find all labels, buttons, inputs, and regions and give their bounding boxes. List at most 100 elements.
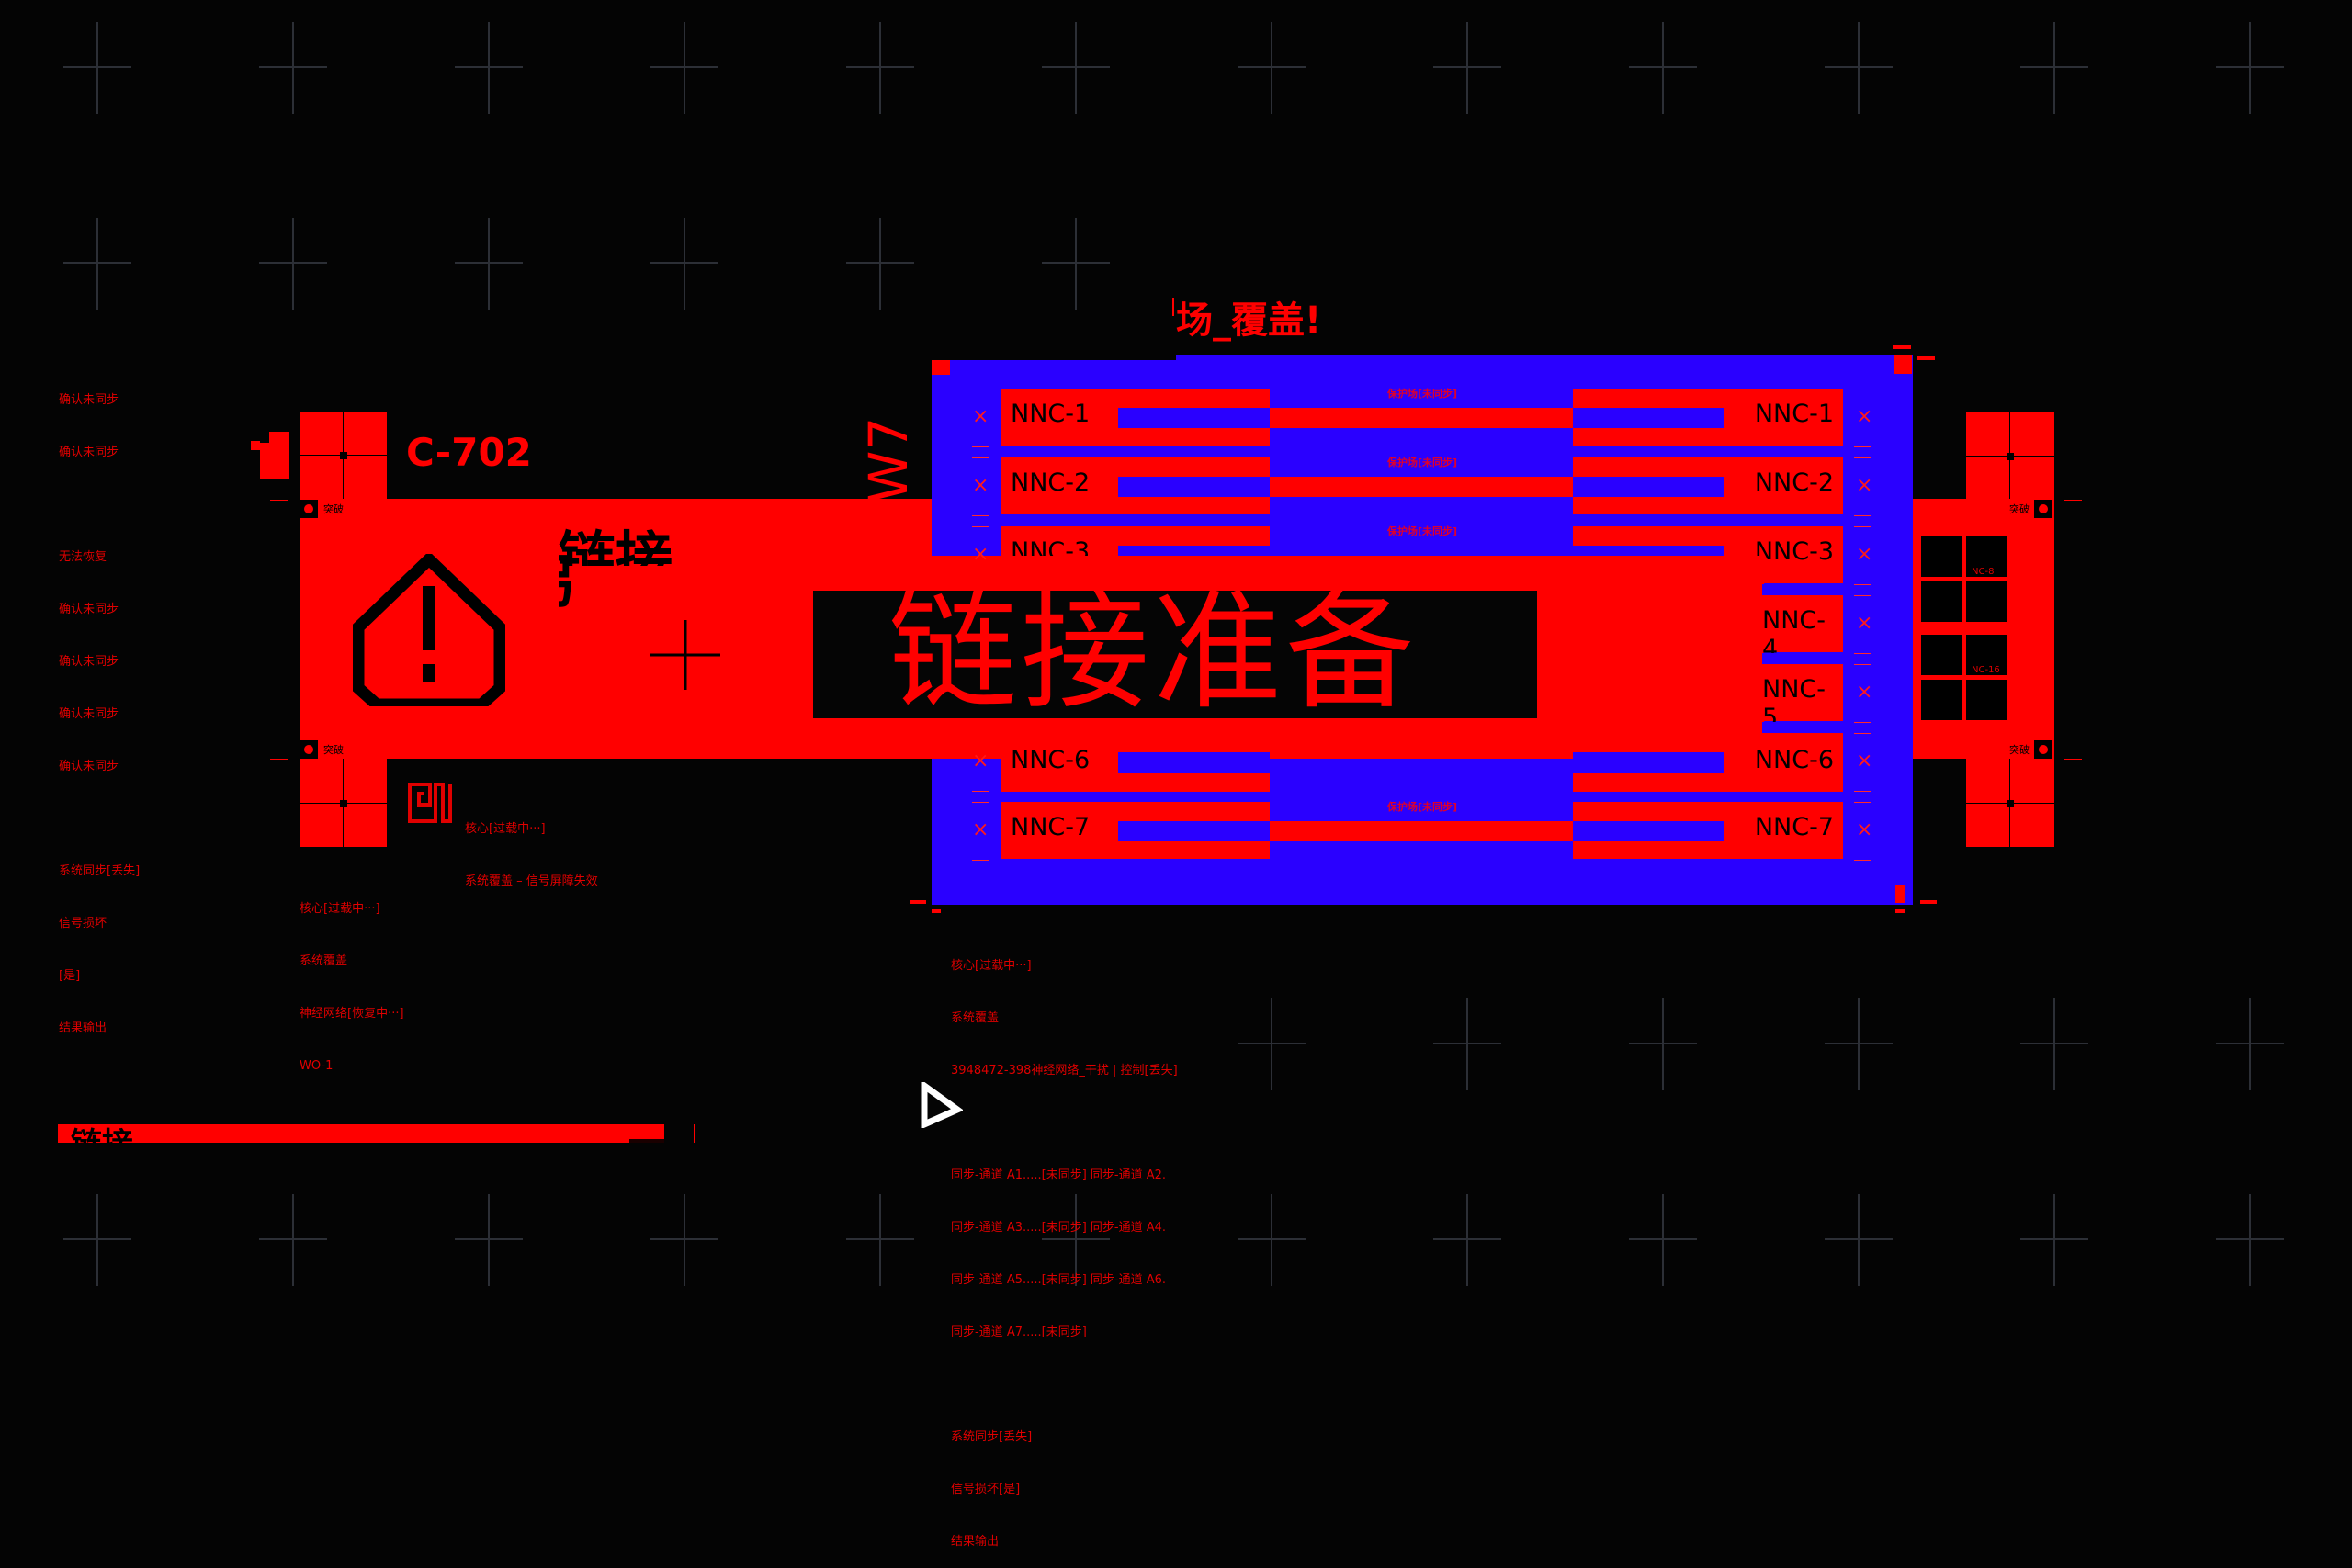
crosshair-icon: [2020, 1194, 2088, 1286]
shield-status: 保护场[未同步]: [1387, 457, 1458, 468]
crosshair-icon: [455, 218, 523, 310]
left-log: 确认未同步 确认未同步 无法恢复 确认未同步 确认未同步 确认未同步 确认未同步…: [59, 356, 140, 1055]
close-x-icon[interactable]: ×: [972, 750, 989, 773]
crosshair-icon: [63, 1194, 131, 1286]
bottom-bar-text: 链接: [71, 1126, 133, 1143]
crosshair-icon: [259, 1194, 327, 1286]
breach-node-icon[interactable]: [300, 500, 318, 518]
close-x-icon[interactable]: ×: [972, 474, 989, 497]
crosshair-icon: [2216, 998, 2284, 1090]
log-line: 同步-通道 A3.....[未同步] 同步-通道 A4.: [951, 1221, 1167, 1235]
close-x-icon[interactable]: ×: [972, 543, 989, 566]
crosshair-icon: [1825, 22, 1893, 114]
close-x-icon[interactable]: ×: [1856, 405, 1873, 428]
nnc-label: NNC-1: [1754, 400, 1834, 428]
close-x-icon[interactable]: ×: [1856, 818, 1873, 841]
log-line: 信号损坏: [59, 917, 107, 931]
nnc-label: NNC-5: [1762, 675, 1826, 732]
breach-node-icon[interactable]: [2034, 500, 2052, 518]
crosshair-icon: [455, 1194, 523, 1286]
crosshair-icon: [2020, 22, 2088, 114]
status-line: 系统覆盖 – 信号屏障失效: [465, 874, 598, 888]
log-line: [951, 1114, 1178, 1132]
close-x-icon[interactable]: ×: [972, 405, 989, 428]
module-sub-log: 核心[过载中···] 系统覆盖 神经网络[恢复中···] WO-1: [300, 865, 404, 1092]
crosshair-icon: [846, 218, 914, 310]
module-status: 核心[过载中···] 系统覆盖 – 信号屏障失效: [465, 785, 598, 908]
crosshair-icon: [650, 1194, 718, 1286]
log-line: 同步-通道 A7.....[未同步]: [951, 1325, 1087, 1339]
nnc-row-left[interactable]: NNC-6: [1001, 733, 1270, 792]
module-code: C-702: [406, 430, 532, 475]
close-x-icon[interactable]: ×: [1856, 543, 1873, 566]
log-line: 同步-通道 A1.....[未同步] 同步-通道 A2.: [951, 1168, 1167, 1182]
log-line: 确认未同步: [59, 446, 119, 459]
nnc-label: NNC-6: [1754, 746, 1834, 774]
breach-label: 突破: [2009, 503, 2030, 515]
log-line: [是]: [59, 969, 81, 983]
shield-status: 保护场[未同步]: [1387, 801, 1458, 813]
crosshair-icon: [1629, 998, 1697, 1090]
log-line: 系统同步[丢失]: [951, 1430, 1033, 1444]
close-x-icon[interactable]: ×: [1856, 750, 1873, 773]
breach-node-icon[interactable]: [300, 740, 318, 759]
shield-status: 保护场[未同步]: [1387, 525, 1458, 537]
log-line: 信号损坏[是]: [951, 1483, 1021, 1496]
log-line: 确认未同步: [59, 707, 119, 721]
crosshair-icon: [1042, 1194, 1110, 1286]
crosshair-icon: [1629, 22, 1697, 114]
close-x-icon[interactable]: ×: [1856, 474, 1873, 497]
log-line: 3948472-398神经网络_干扰 | 控制[丢失]: [951, 1064, 1178, 1077]
breach-node-icon[interactable]: [2034, 740, 2052, 759]
status-line: 核心[过载中···]: [465, 822, 546, 836]
nc-label: NC-8: [1972, 567, 1995, 577]
partial-title-side: 另: [559, 551, 577, 608]
log-line: 无法恢复: [59, 550, 107, 564]
cursor-triangle-icon: [921, 1082, 963, 1128]
crosshair-icon: [1238, 22, 1306, 114]
log-line: 同步-通道 A5.....[未同步] 同步-通道 A6.: [951, 1273, 1167, 1287]
log-line: 核心[过载中···]: [951, 959, 1032, 973]
nnc-label: NNC-1: [1011, 400, 1091, 428]
crosshair-icon: [650, 620, 720, 690]
nnc-row-right[interactable]: NNC-4: [1762, 595, 1843, 663]
crosshair-icon: [1825, 998, 1893, 1090]
crosshair-icon: [846, 22, 914, 114]
close-x-icon[interactable]: ×: [1856, 612, 1873, 635]
nnc-row-right[interactable]: NNC-5: [1762, 664, 1843, 732]
log-line: 确认未同步: [59, 655, 119, 669]
log-line: 神经网络[恢复中···]: [300, 1007, 404, 1021]
log-line: 系统覆盖: [300, 954, 348, 968]
crosshair-icon: [1238, 1194, 1306, 1286]
crosshair-icon: [1042, 22, 1110, 114]
spiral-logo-icon: [408, 783, 452, 823]
log-line: 确认未同步: [59, 760, 119, 773]
tick-line: [270, 500, 288, 501]
crosshair-icon: [455, 22, 523, 114]
log-line: 系统覆盖: [951, 1011, 1000, 1025]
crosshair-icon: [2216, 1194, 2284, 1286]
main-title-box: 链接准备: [813, 580, 1537, 727]
nnc-label: NNC-3: [1754, 537, 1834, 566]
crosshair-icon: [650, 22, 718, 114]
close-x-icon[interactable]: ×: [1856, 681, 1873, 704]
log-line: WO-1: [300, 1059, 334, 1073]
breach-label: 突破: [2009, 744, 2030, 756]
crosshair-icon: [63, 22, 131, 114]
crosshair-icon: [1433, 22, 1501, 114]
crosshair-icon: [259, 22, 327, 114]
breach-label: 突破: [323, 744, 344, 756]
log-line: 结果输出: [951, 1535, 1000, 1549]
main-title: 链接准备: [888, 578, 1419, 728]
log-line: [951, 1376, 1178, 1393]
log-line: 结果输出: [59, 1021, 107, 1035]
bottom-log: 核心[过载中···] 系统覆盖 3948472-398神经网络_干扰 | 控制[…: [951, 922, 1178, 1568]
nnc-label: NNC-6: [1011, 746, 1091, 774]
nnc-label: NNC-2: [1011, 468, 1091, 497]
log-line: [59, 810, 140, 828]
crosshair-icon: [259, 218, 327, 310]
crosshair-icon: [1629, 1194, 1697, 1286]
close-x-icon[interactable]: ×: [972, 818, 989, 841]
partial-title-top: 链接: [559, 525, 673, 566]
shield-status: 保护场[未同步]: [1387, 388, 1458, 400]
